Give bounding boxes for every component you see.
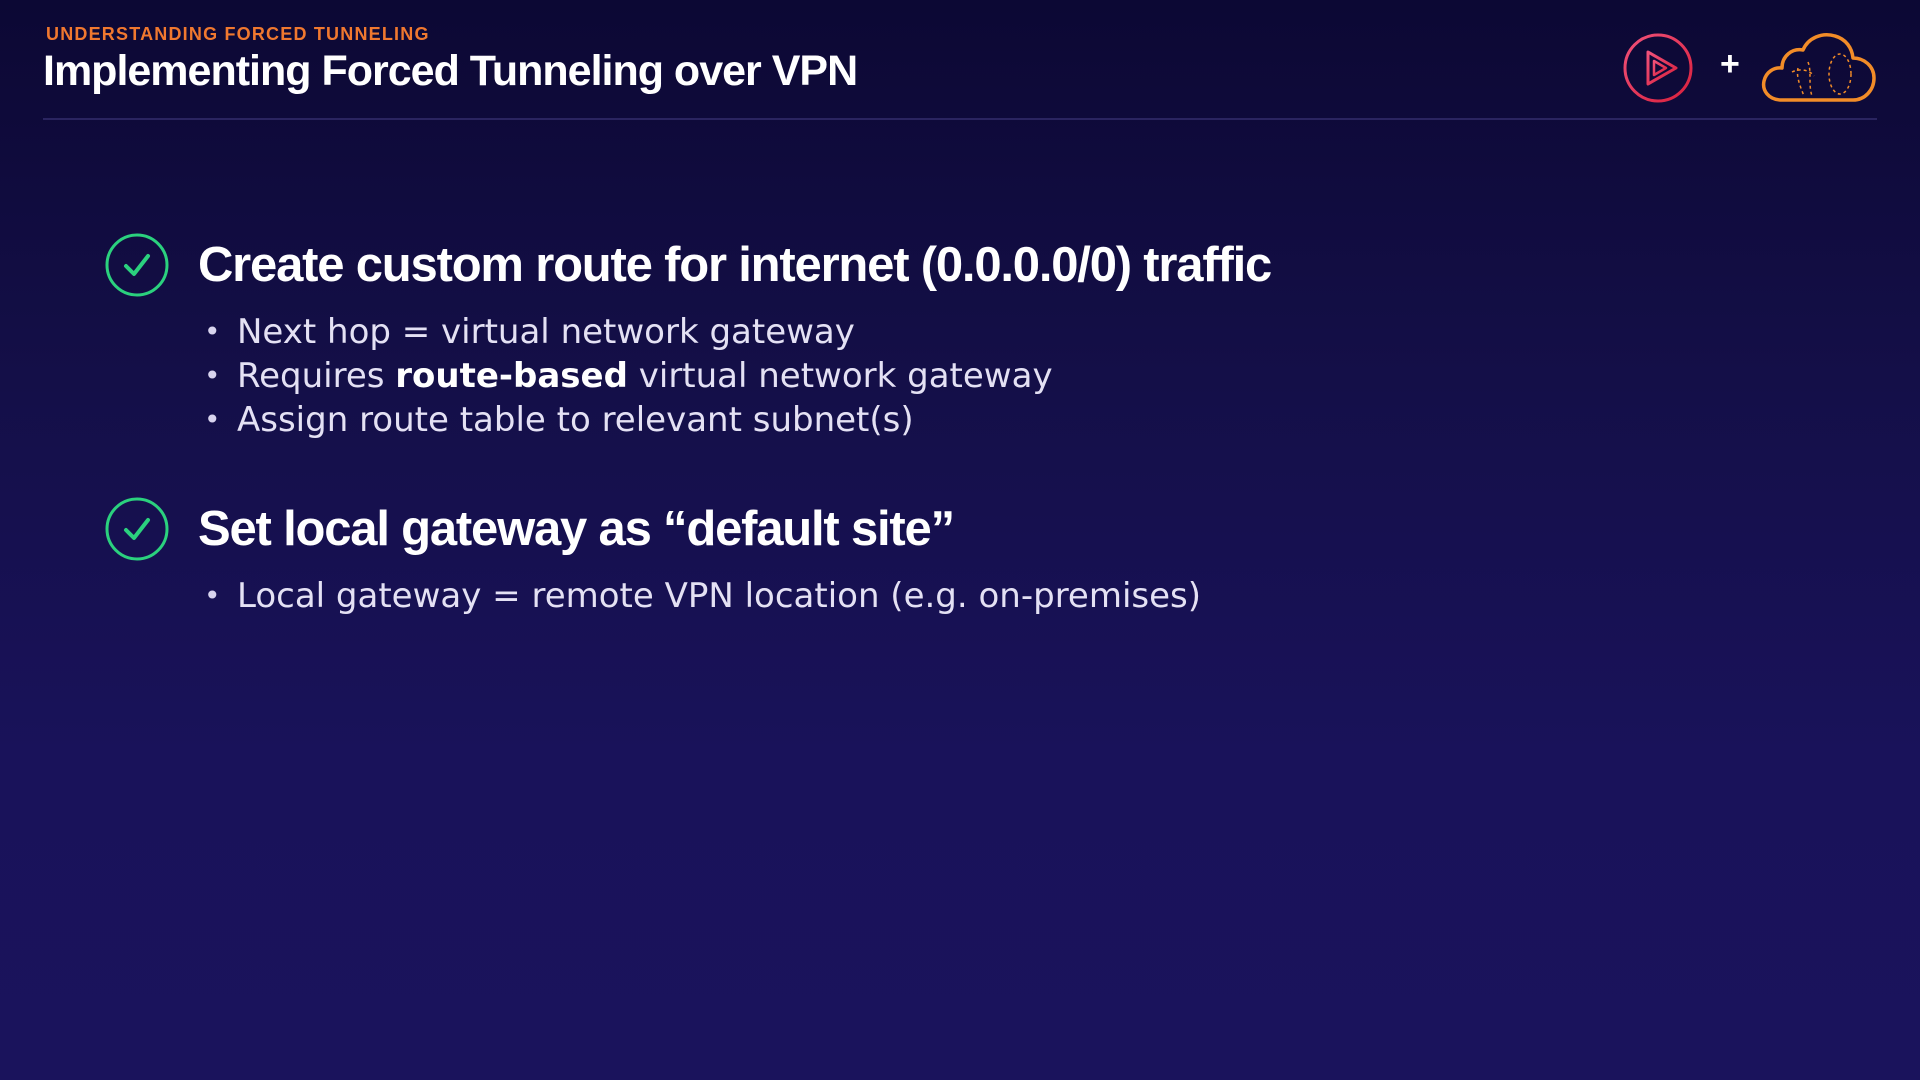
bullet-item: • Assign route table to relevant subnet(s… — [204, 398, 1271, 442]
bullet-dot-icon: • — [204, 403, 221, 436]
bullet-list: • Next hop = virtual network gateway • Req… — [104, 310, 1271, 442]
section-custom-route: Create custom route for internet (0.0.0.… — [104, 230, 1272, 442]
check-circle-icon — [105, 233, 169, 297]
bullet-dot-icon: • — [204, 579, 221, 612]
cloud-logo-icon — [1761, 33, 1876, 102]
bullet-dot-icon: • — [204, 359, 221, 392]
section-heading: Set local gateway as “default site” — [104, 494, 1271, 564]
bullet-text: Requires — [237, 356, 396, 396]
slide-title: Implementing Forced Tunneling over VPN — [43, 47, 858, 95]
bullet-text: Local gateway = remote VPN location (e.g… — [237, 576, 1202, 616]
section-default-site: Set local gateway as “default site” • Loc… — [104, 494, 1271, 618]
bullet-item: • Local gateway = remote VPN location (e.… — [204, 574, 1271, 618]
bullet-item: • Requires route-based virtual network ga… — [204, 354, 1271, 398]
check-circle-icon — [105, 497, 169, 561]
plus-sign: + — [1720, 45, 1740, 83]
play-logo-icon — [1623, 33, 1693, 103]
section-title: Set local gateway as “default site” — [198, 502, 955, 556]
header-logos: + — [1622, 28, 1878, 106]
section-eyebrow: UNDERSTANDING FORCED TUNNELING — [46, 24, 430, 44]
bullet-emphasis: route-based — [395, 356, 628, 396]
bullet-item: • Next hop = virtual network gateway — [204, 310, 1271, 354]
bullet-text: Assign route table to relevant subnet(s) — [237, 400, 914, 440]
bullet-text: Next hop = virtual network gateway — [237, 312, 855, 352]
bullet-dot-icon: • — [204, 315, 221, 348]
slide-content: Create custom route for internet (0.0.0.… — [104, 230, 1272, 618]
section-title: Create custom route for internet (0.0.0.… — [198, 238, 1272, 292]
bullet-text-after: virtual network gateway — [627, 356, 1053, 396]
slide-header: UNDERSTANDING FORCED TUNNELING Implement… — [43, 24, 858, 96]
header-divider — [43, 118, 1877, 120]
section-heading: Create custom route for internet (0.0.0.… — [104, 230, 1272, 300]
bullet-list: • Local gateway = remote VPN location (e.… — [104, 574, 1271, 618]
